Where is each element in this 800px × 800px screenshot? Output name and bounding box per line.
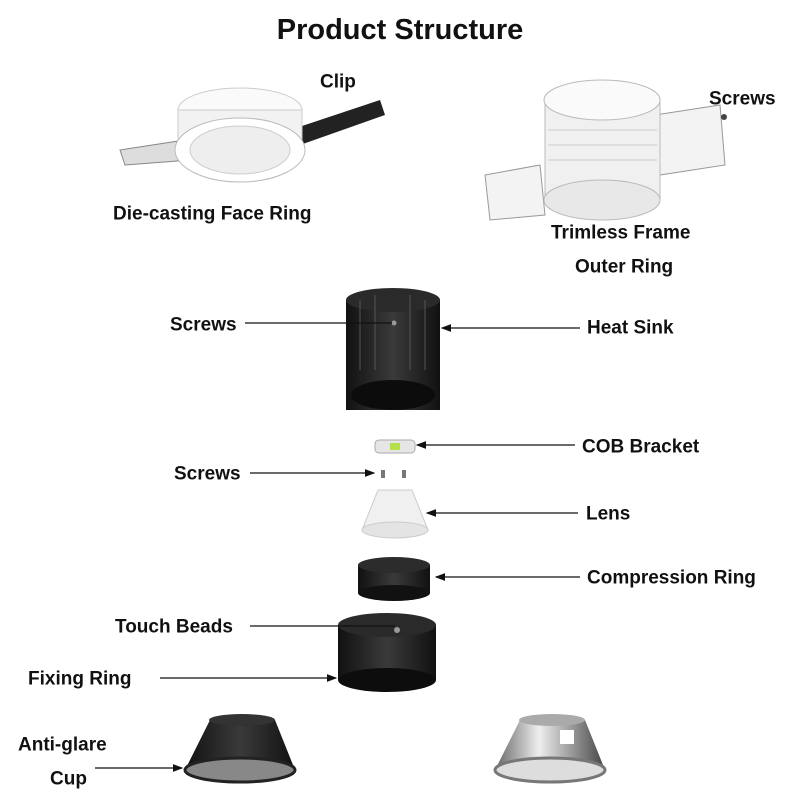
- diagram-title: Product Structure: [276, 14, 524, 46]
- label-clip: Clip: [320, 71, 356, 93]
- anti-glare-cup-chrome: [493, 714, 607, 784]
- fixing-ring-part: [338, 613, 436, 692]
- lens-part: [361, 489, 429, 539]
- label-face-ring: Die-casting Face Ring: [113, 203, 312, 225]
- label-touch-beads: Touch Beads: [115, 616, 233, 638]
- label-trimless-frame: Trimless Frame: [551, 222, 691, 244]
- label-compression-ring: Compression Ring: [587, 567, 756, 589]
- label-screws-top: Screws: [709, 88, 776, 110]
- anti-glare-cup-black: [183, 714, 297, 784]
- cob-bracket-part: [374, 439, 416, 454]
- heat-sink-part: [346, 288, 440, 410]
- label-screws-heatsink: Screws: [170, 314, 237, 336]
- label-cup: Cup: [50, 768, 87, 790]
- screws-part: [381, 470, 406, 478]
- label-screws-cob: Screws: [174, 463, 241, 485]
- label-anti-glare: Anti-glare: [18, 734, 107, 756]
- label-fixing-ring: Fixing Ring: [28, 668, 132, 690]
- label-lens: Lens: [586, 503, 631, 525]
- label-heat-sink: Heat Sink: [587, 317, 674, 339]
- face-ring-part: [119, 87, 385, 183]
- label-outer-ring: Outer Ring: [575, 256, 674, 278]
- compression-ring-part: [358, 557, 430, 601]
- trimless-frame-part: [484, 79, 727, 221]
- leader-lines: [95, 322, 580, 772]
- label-cob-bracket: COB Bracket: [582, 436, 700, 458]
